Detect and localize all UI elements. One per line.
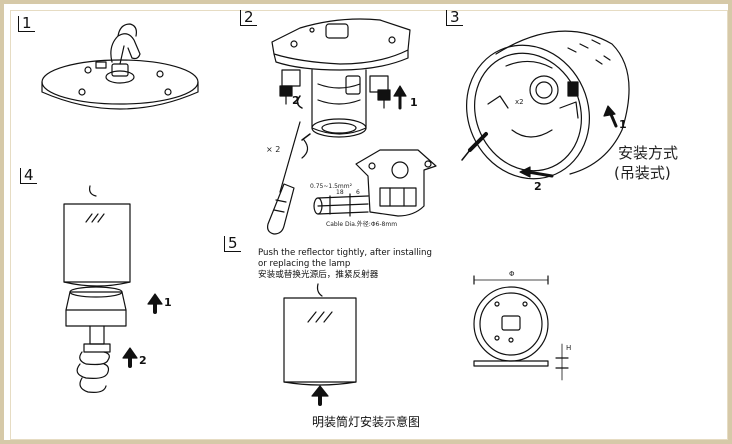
step-3-screw-count: x2 [515,98,524,106]
diagram-caption: 明装筒灯安装示意图 [311,415,420,429]
step-3-arrow-1-label: 1 [619,118,627,131]
step-4-number: 4 [20,168,37,184]
step-1-mounting-plate [41,23,199,110]
step-2-arrow-2-label: 2 [292,94,300,107]
step-2-screw-count: × 2 [266,145,280,154]
strip-length-2: 6 [356,189,360,196]
step-4-arrow-1-label: 1 [164,296,172,309]
dimension-drawing [473,275,569,381]
strip-length-1: 18 [336,189,344,196]
step-5-line-1: Push the reflector tightly, after instal… [258,248,432,258]
step-4-cylinder-lamp [63,185,131,393]
step-2-bracket-wiring [267,18,437,235]
cable-diameter-label: Cable Dia.外径:Φ6-8mm [326,220,397,228]
diameter-label: Φ [509,270,515,278]
step-3-arrow-2-label: 2 [534,180,542,193]
step-3-number: 3 [446,10,463,26]
step-1-number: 1 [18,16,35,32]
install-method-title: 安装方式 [618,144,679,162]
step-5-line-3: 安装或替换光源后，推紧反射器 [258,270,379,280]
install-method-subtitle: (吊装式) [614,164,671,182]
step-2-number: 2 [240,10,257,26]
step-5-number: 5 [224,236,241,252]
wire-spec-label: 0.75~1.5mm² [310,183,353,190]
step-2-arrow-1-label: 1 [410,96,418,109]
step-5-cylinder [283,283,357,386]
step-4-arrow-2-label: 2 [139,354,147,367]
step-5-line-2: or replacing the lamp [258,259,351,269]
step-3-cylinder [461,30,630,180]
page-border [10,10,728,440]
step-5-instructions: Push the reflector tightly, after instal… [258,248,436,281]
height-label: H [566,344,571,352]
